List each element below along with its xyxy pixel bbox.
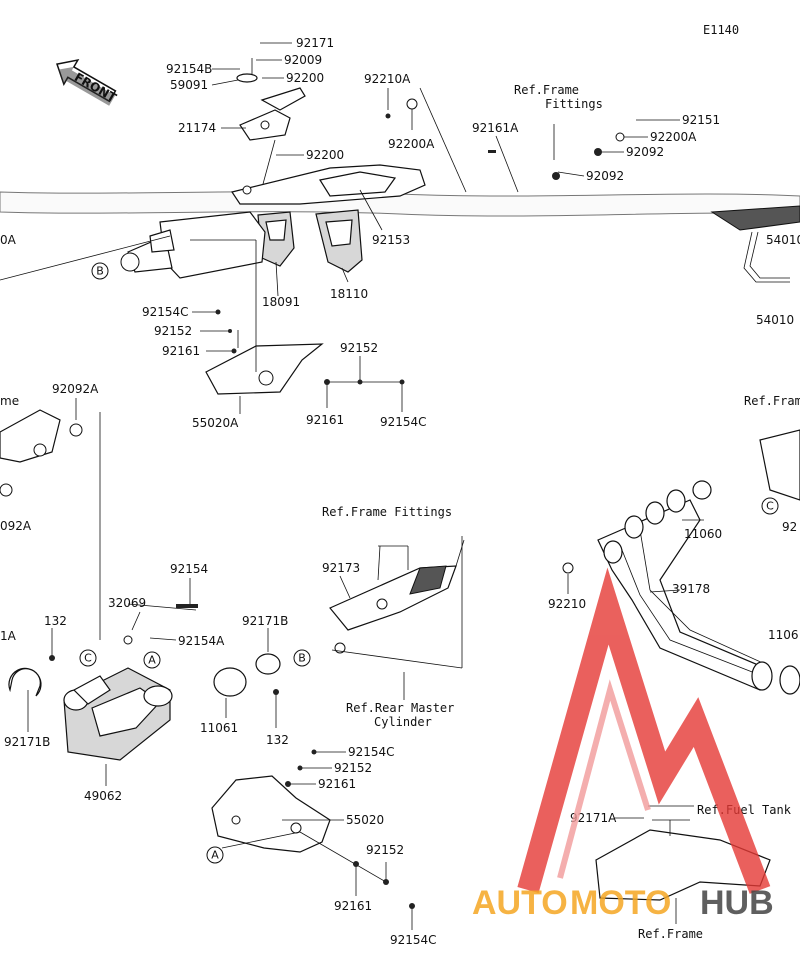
- svg-text:C: C: [84, 652, 92, 665]
- part-label: 11061: [200, 721, 238, 735]
- part-label: me: [0, 394, 19, 408]
- part-label: 92154B: [166, 62, 212, 76]
- ref-label: Ref.Frame: [638, 927, 703, 941]
- part-label: 49062: [84, 789, 122, 803]
- gasket-11061: [213, 667, 247, 697]
- cover-55020: [211, 775, 331, 853]
- part-label: 92092: [586, 169, 624, 183]
- muffler-49062: [63, 667, 173, 761]
- part-label: 92154: [170, 562, 208, 576]
- muffler-upper: [159, 211, 266, 279]
- part-label: 92200: [306, 148, 344, 162]
- ref-label: Ref.Rear Master: [346, 701, 454, 715]
- part-label: 92161: [306, 413, 344, 427]
- part-label: 59091: [170, 78, 208, 92]
- part-label: 92009: [284, 53, 322, 67]
- connector-c-2: C: [761, 497, 779, 515]
- ref-label: Ref.Frame: [514, 83, 579, 97]
- part-label: 92161A: [472, 121, 519, 135]
- part-label: 92171: [296, 36, 334, 50]
- part-label: 11060: [684, 527, 722, 541]
- part-label: 92161: [334, 899, 372, 913]
- svg-text:B: B: [298, 652, 306, 665]
- part-label: 92: [782, 520, 797, 534]
- part-label: 92154C: [380, 415, 427, 429]
- ref-label: Ref.Fuel Tank: [697, 803, 792, 817]
- part-label: 92153: [372, 233, 410, 247]
- part-label: 92171B: [4, 735, 50, 749]
- ref-label: Fittings: [545, 97, 603, 111]
- part-label: 92161: [162, 344, 200, 358]
- part-label: 1106: [768, 628, 799, 642]
- watermark-auto: AUTO: [472, 884, 568, 922]
- part-label: 92152: [334, 761, 372, 775]
- ref-label: Ref.Fram: [744, 394, 800, 408]
- part-label: 55020A: [192, 416, 239, 430]
- part-label: 92154C: [142, 305, 189, 319]
- part-label: 92154C: [390, 933, 437, 947]
- part-label: 92161: [318, 777, 356, 791]
- cover-55020A: [205, 343, 324, 395]
- watermark-moto: MOTO: [570, 884, 671, 922]
- part-label: 18110: [330, 287, 368, 301]
- part-label: 92171A: [570, 811, 617, 825]
- connector-c-1: C: [79, 649, 97, 667]
- part-label: 92210A: [364, 72, 411, 86]
- part-label: 54010: [766, 233, 800, 247]
- part-label: 92200: [286, 71, 324, 85]
- ref-label: Ref.Frame Fittings: [322, 505, 452, 519]
- part-label: 54010: [756, 313, 794, 327]
- part-label: 32069: [108, 596, 146, 610]
- svg-text:C: C: [766, 500, 774, 513]
- watermark-hub: HUB: [700, 884, 774, 922]
- connector-a-1: A: [143, 651, 161, 669]
- part-label: 92171B: [242, 614, 288, 628]
- mount-bracket-54010: [710, 205, 800, 231]
- ref-label: Cylinder: [374, 715, 432, 729]
- part-label: 92152: [366, 843, 404, 857]
- part-label: 92092: [626, 145, 664, 159]
- part-label: 92200A: [388, 137, 435, 151]
- part-label: 92151: [682, 113, 720, 127]
- connector-a-2: A: [206, 846, 224, 864]
- part-label: 92154A: [178, 634, 225, 648]
- connector-b-2: B: [293, 649, 311, 667]
- part-label: 92200A: [650, 130, 697, 144]
- leader-lines: [0, 42, 704, 930]
- left-bracket: [0, 409, 61, 463]
- part-label: 18091: [262, 295, 300, 309]
- part-label: 92152: [340, 341, 378, 355]
- fasteners: [49, 98, 625, 909]
- part-label: 92173: [322, 561, 360, 575]
- part-label: 132: [266, 733, 289, 747]
- svg-text:A: A: [148, 654, 156, 667]
- clamp-92171B-left: [8, 667, 42, 697]
- watermark-logo: [517, 567, 771, 894]
- svg-text:A: A: [211, 849, 219, 862]
- part-label: 92154C: [348, 745, 395, 759]
- part-label: 92092A: [52, 382, 99, 396]
- part-label: 92210: [548, 597, 586, 611]
- svg-text:B: B: [96, 265, 104, 278]
- part-labels: 92171 92009 92154B 59091 92200 21174 922…: [0, 36, 800, 947]
- right-frame-fitting: [759, 429, 800, 501]
- rear-bracket-assembly: [231, 58, 426, 205]
- diagram-code: E1140: [703, 23, 739, 37]
- part-label: 132: [44, 614, 67, 628]
- part-label: 092A: [0, 519, 32, 533]
- part-label: 39178: [672, 582, 710, 596]
- part-label: 1A: [0, 629, 17, 643]
- exhaust-header-39178: [597, 480, 800, 695]
- part-label: 92152: [154, 324, 192, 338]
- watermark-text: AUTO MOTO HUB: [472, 884, 774, 922]
- rear-master-cylinder-bracket: [329, 539, 465, 654]
- part-label: 0A: [0, 233, 17, 247]
- part-label: 55020: [346, 813, 384, 827]
- connector-b-1: B: [91, 262, 109, 280]
- front-arrow-icon: FRONT: [56, 58, 119, 106]
- part-label: 21174: [178, 121, 216, 135]
- clamp-92171B: [255, 653, 281, 675]
